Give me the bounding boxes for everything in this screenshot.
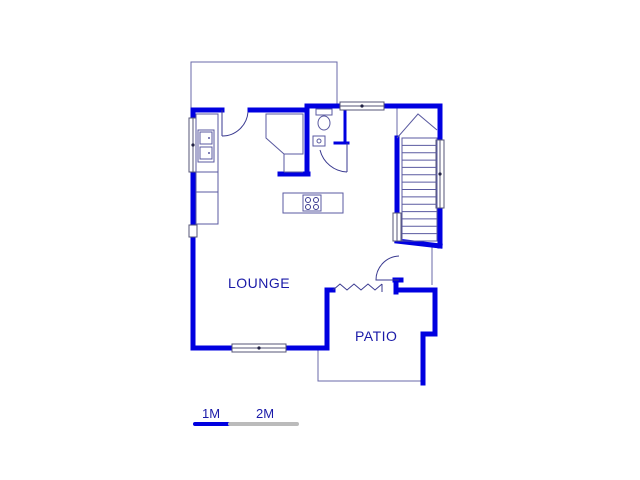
toilet-cistern — [315, 108, 333, 116]
landing-outline — [396, 108, 433, 285]
patio-folding-door — [332, 283, 383, 291]
walls — [190, 103, 443, 386]
hob — [302, 194, 322, 212]
scale-bar: 1M 2M — [193, 406, 299, 426]
patio-outline — [317, 350, 424, 382]
basin — [312, 135, 326, 147]
kitchen-counter — [195, 113, 219, 225]
wc-door — [319, 143, 348, 173]
kitchen-island — [282, 192, 344, 214]
wc-fixtures — [312, 108, 333, 147]
toilet-bowl — [317, 115, 331, 131]
front-door — [221, 110, 249, 137]
scale-label-1m: 1M — [202, 406, 220, 421]
windows — [188, 101, 445, 353]
roof-outline — [190, 61, 338, 108]
fireplace — [265, 113, 304, 173]
staircase — [396, 113, 438, 242]
stair-landing — [396, 113, 438, 139]
stair-door — [375, 255, 400, 281]
window-left-small — [188, 224, 198, 238]
scale-label-2m: 2M — [256, 406, 274, 421]
room-label-patio: PATIO — [355, 328, 397, 344]
room-label-lounge: LOUNGE — [228, 275, 290, 291]
doors — [221, 110, 400, 292]
